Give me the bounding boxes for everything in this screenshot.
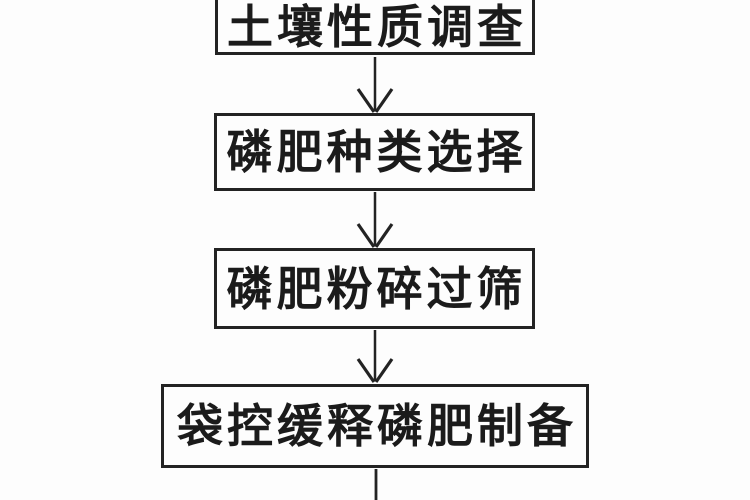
flow-node-label: 袋控缓释磷肥制备 <box>177 400 577 452</box>
arrow-n3-n4 <box>356 330 394 383</box>
arrow-n2-n3 <box>356 192 394 248</box>
flow-node-label: 磷肥粉碎过筛 <box>226 262 527 315</box>
flow-node-bag-controlled-release-preparation: 袋控缓释磷肥制备 <box>161 384 589 468</box>
flow-node-fertilizer-crush-sieve: 磷肥粉碎过筛 <box>214 248 535 329</box>
flow-node-fertilizer-type-selection: 磷肥种类选择 <box>214 113 535 191</box>
flow-node-soil-property-survey: 土壤性质调查 <box>215 0 535 55</box>
flow-node-label: 磷肥种类选择 <box>226 126 527 178</box>
flow-node-label: 土壤性质调查 <box>227 1 527 53</box>
arrow-n1-n2 <box>356 57 394 113</box>
